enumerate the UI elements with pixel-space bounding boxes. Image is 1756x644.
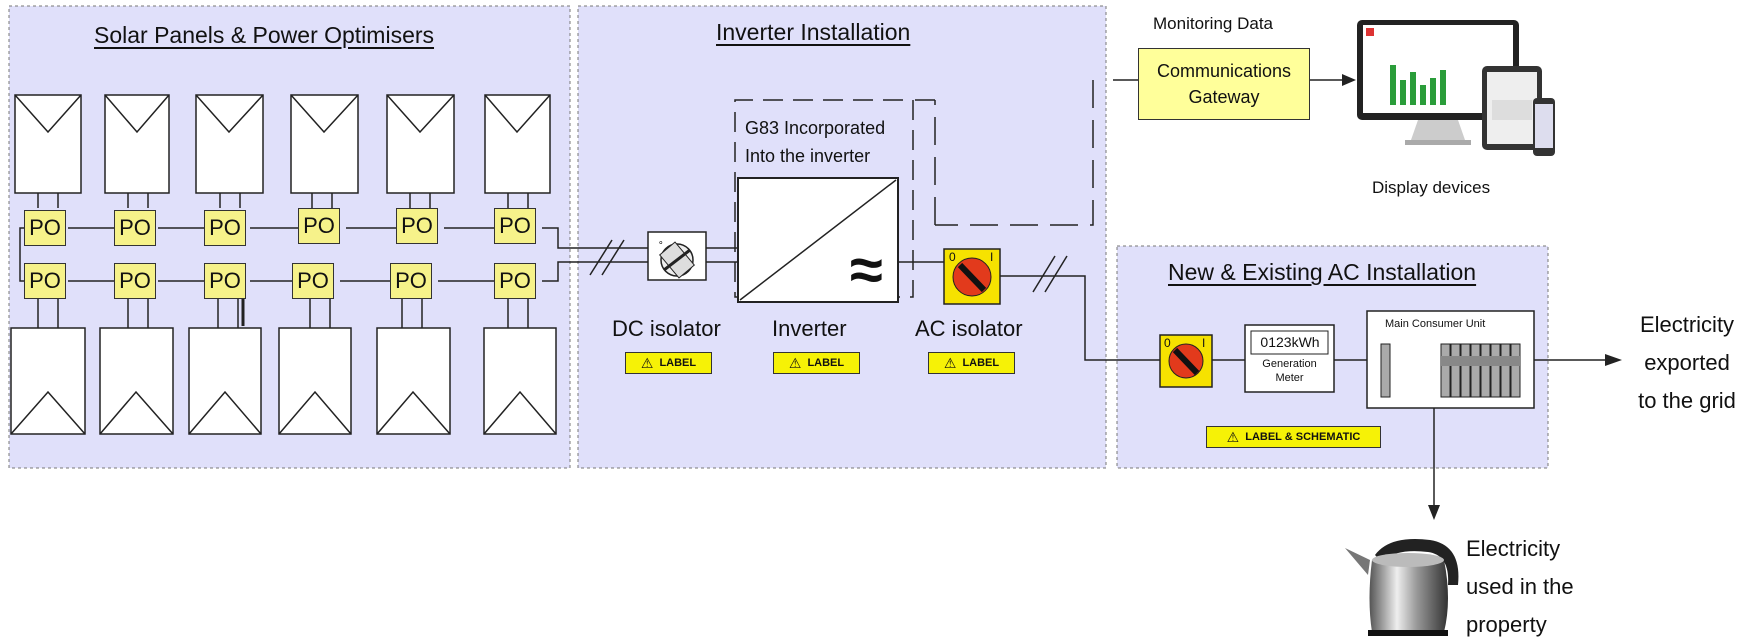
dc-isolator-label: DC isolator xyxy=(612,316,721,341)
string-wiring xyxy=(19,79,1605,505)
solar-panel-mark xyxy=(376,390,451,435)
main-isolator-symbol xyxy=(1159,334,1213,388)
solar-panel xyxy=(484,94,551,194)
power-optimiser: PO xyxy=(298,208,340,244)
ac-schematic-warning-label: ⚠LABEL & SCHEMATIC xyxy=(1206,426,1381,448)
solar-panel xyxy=(483,327,557,435)
power-optimiser: PO xyxy=(24,210,66,246)
solar-panel-mark xyxy=(14,94,82,134)
solar-panel-mark xyxy=(386,94,455,134)
solar-panel-mark xyxy=(483,390,557,435)
power-optimiser: PO xyxy=(24,263,66,299)
dc-isolator-symbol: ∘ xyxy=(647,231,707,281)
power-optimiser: PO xyxy=(204,263,246,299)
dc-isolator-warning-label: ⚠LABEL xyxy=(625,352,712,374)
warning-triangle-icon: ⚠ xyxy=(1226,429,1240,445)
property-use-line2: used in the xyxy=(1466,574,1574,599)
solar-panel-mark xyxy=(99,390,174,435)
power-optimiser: PO xyxy=(204,210,246,246)
inverter-warning-label: ⚠LABEL xyxy=(773,352,860,374)
gateway-line1: Communications xyxy=(1156,61,1292,81)
main-isolator-off-mark: 0 xyxy=(1164,336,1171,350)
solar-panel xyxy=(188,327,262,435)
solar-panel xyxy=(386,94,455,194)
g83-note-line1: G83 Incorporated xyxy=(745,118,886,138)
svg-text:∘: ∘ xyxy=(658,237,664,247)
grid-export-line1: Electricity xyxy=(1639,312,1735,337)
ac-zone-title: New & Existing AC Installation xyxy=(1168,259,1477,285)
warning-triangle-icon: ⚠ xyxy=(788,355,802,371)
grid-export-line3: to the grid xyxy=(1638,388,1736,413)
inverter-symbol xyxy=(737,177,899,303)
arrow-to-devices xyxy=(1342,74,1356,86)
top-panel-row xyxy=(14,94,551,194)
main-isolator-on-mark: I xyxy=(1202,336,1206,350)
property-use-line1: Electricity xyxy=(1466,536,1561,561)
gateway-line2: Gateway xyxy=(1188,87,1260,107)
power-optimiser: PO xyxy=(390,263,432,299)
power-optimiser: PO xyxy=(494,208,536,244)
solar-zone-title: Solar Panels & Power Optimisers xyxy=(94,22,435,48)
solar-panel-mark xyxy=(104,94,170,134)
solar-panel-mark xyxy=(290,94,359,134)
power-optimiser: PO xyxy=(494,263,536,299)
consumer-unit xyxy=(1366,310,1535,409)
solar-panel xyxy=(376,327,451,435)
power-optimiser: PO xyxy=(292,263,334,299)
screen-bars xyxy=(1390,65,1446,105)
inverter-ac-symbol: ≈ xyxy=(850,236,883,303)
warning-triangle-icon: ⚠ xyxy=(943,355,957,371)
solar-panel-mark xyxy=(278,390,352,435)
display-devices-illustration xyxy=(1357,20,1555,156)
bottom-panel-row xyxy=(10,327,557,435)
solar-panel-mark xyxy=(195,94,264,134)
property-use-line3: property xyxy=(1466,612,1547,637)
solar-panel-mark xyxy=(484,94,551,134)
g83-note-line2: Into the inverter xyxy=(745,146,871,166)
arrow-to-grid xyxy=(1605,354,1622,366)
property-use-text: Electricity used in the property xyxy=(1466,530,1574,644)
ac-isolator-symbol xyxy=(943,248,1001,305)
grid-export-line2: exported xyxy=(1644,350,1730,375)
kettle-illustration xyxy=(1345,539,1459,636)
display-devices-caption: Display devices xyxy=(1372,178,1491,197)
solar-panel xyxy=(195,94,264,194)
solar-panel xyxy=(278,327,352,435)
grid-export-text: Electricity exported to the grid xyxy=(1622,306,1752,420)
arrowheads xyxy=(1342,74,1622,520)
meter-label-line2: Meter xyxy=(1275,372,1304,384)
solar-panel xyxy=(104,94,170,194)
arrow-to-property xyxy=(1428,505,1440,520)
solar-panel xyxy=(10,327,86,435)
cable-break-marks xyxy=(589,239,1068,293)
breakers xyxy=(1440,343,1521,398)
solar-panel-mark xyxy=(10,390,86,435)
inverter-label: Inverter xyxy=(772,316,847,341)
communications-gateway: Communications Gateway xyxy=(1138,48,1310,120)
solar-panel xyxy=(290,94,359,194)
solar-panel xyxy=(14,94,82,194)
power-optimiser: PO xyxy=(114,263,156,299)
ac-isolator-warning-label: ⚠LABEL xyxy=(928,352,1015,374)
solar-panel xyxy=(99,327,174,435)
meter-reading: 0123kWh xyxy=(1260,334,1320,350)
solar-panel-mark xyxy=(188,390,262,435)
ac-isolator-off-mark: 0 xyxy=(949,250,956,264)
generation-meter xyxy=(1244,324,1335,393)
power-optimiser: PO xyxy=(396,208,438,244)
inverter-zone-title: Inverter Installation xyxy=(716,19,911,45)
meter-label-line1: Generation xyxy=(1262,358,1317,370)
warning-triangle-icon: ⚠ xyxy=(640,355,654,371)
ac-isolator-label: AC isolator xyxy=(915,316,1023,341)
power-optimiser: PO xyxy=(114,210,156,246)
consumer-unit-title: Main Consumer Unit xyxy=(1385,318,1486,330)
monitoring-data-title: Monitoring Data xyxy=(1153,14,1274,33)
ac-isolator-on-mark: I xyxy=(990,250,994,264)
